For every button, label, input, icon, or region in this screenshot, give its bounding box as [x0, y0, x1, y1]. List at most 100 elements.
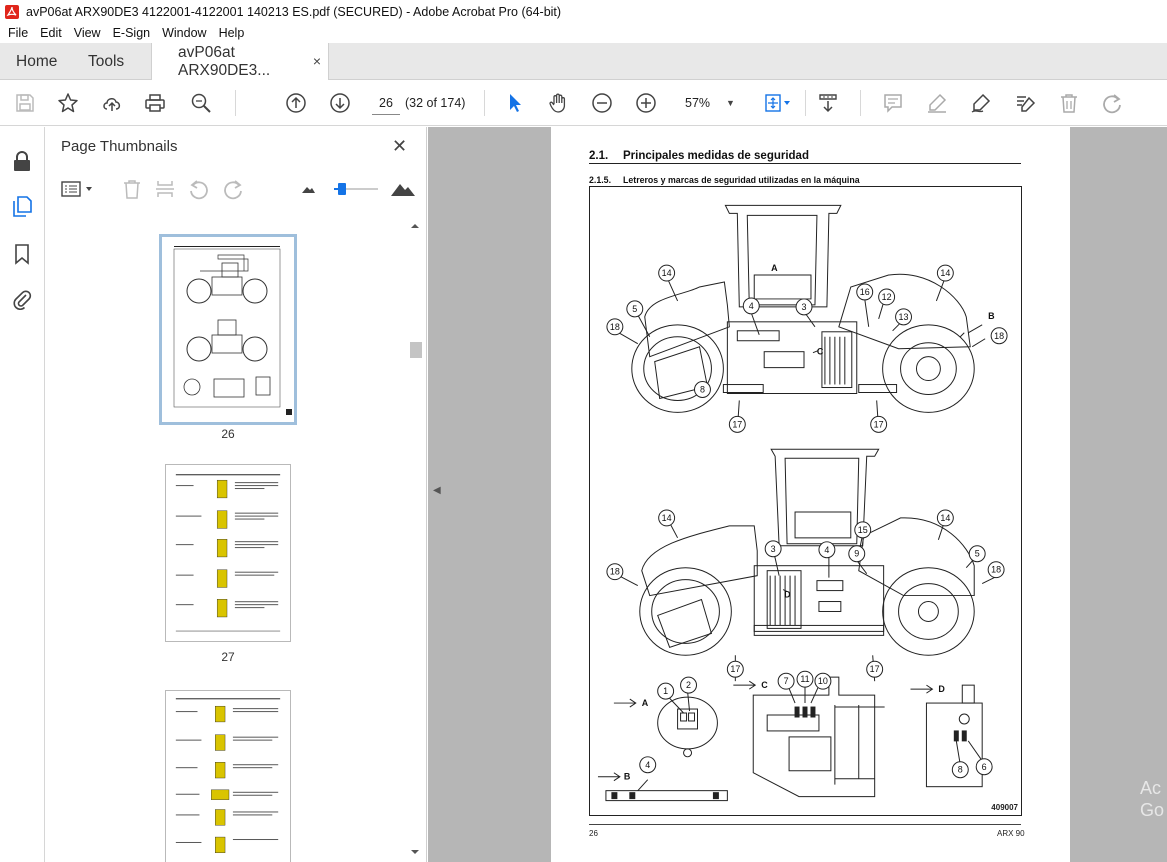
- delete-page-icon[interactable]: [120, 177, 144, 201]
- svg-text:6: 6: [982, 762, 987, 772]
- svg-text:18: 18: [994, 331, 1004, 341]
- highlight-pen-icon[interactable]: [924, 90, 950, 116]
- upload-cloud-icon[interactable]: [99, 90, 125, 116]
- svg-text:A: A: [771, 263, 778, 273]
- thumbnail-preview-27: [166, 465, 290, 641]
- svg-text:12: 12: [882, 292, 892, 302]
- zoom-in-icon[interactable]: [633, 90, 659, 116]
- section-heading: 2.1.Principales medidas de seguridad: [589, 150, 809, 162]
- zoom-out-icon[interactable]: [589, 90, 615, 116]
- view-letters: A B C D A B C D: [624, 263, 995, 782]
- thumbnail-label-26: 26: [221, 427, 235, 441]
- hand-tool-icon[interactable]: [545, 90, 571, 116]
- tab-document[interactable]: avP06at ARX90DE3... ×: [151, 43, 329, 80]
- fit-page-icon[interactable]: [760, 90, 796, 116]
- subsection-heading: 2.1.5.Letreros y marcas de seguridad uti…: [589, 175, 860, 185]
- safety-labels-figure: 14 5 18 4 3 16 12 13 14 18 8 17 17 14: [589, 186, 1022, 816]
- tab-home[interactable]: Home: [16, 52, 58, 70]
- acrobat-logo-icon: [5, 4, 19, 19]
- svg-text:11: 11: [800, 674, 809, 684]
- thumbnail-larger-icon[interactable]: [389, 177, 417, 201]
- menu-view[interactable]: View: [73, 26, 101, 40]
- scroll-up-icon[interactable]: [408, 221, 422, 231]
- thumbnail-page-26[interactable]: [159, 234, 297, 425]
- main-toolbar: (32 of 174) 57% ▼: [0, 80, 1167, 126]
- close-tab-icon[interactable]: ×: [312, 53, 321, 69]
- menu-esign[interactable]: E-Sign: [112, 26, 151, 40]
- delete-trash-icon[interactable]: [1056, 90, 1082, 116]
- svg-text:7: 7: [784, 676, 789, 686]
- navigation-rail: [0, 127, 45, 862]
- svg-text:8: 8: [700, 385, 705, 395]
- zoom-level-dropdown[interactable]: 57% ▼: [675, 91, 741, 115]
- thumbnail-preview-28: [166, 691, 290, 862]
- page-number-input[interactable]: [372, 91, 400, 115]
- svg-text:D: D: [938, 684, 945, 694]
- svg-text:3: 3: [771, 544, 776, 554]
- bookmarks-icon[interactable]: [10, 242, 34, 266]
- next-page-icon[interactable]: [327, 90, 353, 116]
- previous-page-icon[interactable]: [283, 90, 309, 116]
- svg-text:17: 17: [730, 664, 740, 674]
- svg-text:9: 9: [854, 549, 859, 559]
- collapse-panel-icon[interactable]: ◀: [433, 485, 441, 496]
- menu-file[interactable]: File: [8, 26, 29, 40]
- tab-tools[interactable]: Tools: [88, 52, 125, 70]
- svg-text:5: 5: [632, 304, 637, 314]
- thumbnail-preview-26: [162, 237, 294, 422]
- fill-sign-icon[interactable]: [1012, 90, 1038, 116]
- pdf-page: 2.1.Principales medidas de seguridad 2.1…: [551, 127, 1070, 862]
- thumbnail-label-27: 27: [221, 650, 235, 664]
- svg-text:18: 18: [610, 322, 620, 332]
- rotate-right-icon[interactable]: [221, 177, 245, 201]
- svg-text:3: 3: [802, 302, 807, 312]
- menu-edit[interactable]: Edit: [40, 26, 62, 40]
- scroll-thumb[interactable]: [410, 342, 422, 358]
- svg-text:4: 4: [645, 760, 650, 770]
- comment-icon[interactable]: [880, 90, 906, 116]
- menu-help[interactable]: Help: [218, 26, 245, 40]
- tab-bar: Home Tools avP06at ARX90DE3... ×: [0, 43, 1167, 80]
- page-footer-model: ARX 90: [997, 829, 1025, 838]
- svg-text:17: 17: [870, 664, 880, 674]
- redo-icon[interactable]: [1099, 90, 1125, 116]
- thumbnail-page-28[interactable]: [165, 690, 291, 862]
- zoom-search-icon[interactable]: [188, 90, 214, 116]
- rotate-left-icon[interactable]: [187, 177, 211, 201]
- window-title: avP06at ARX90DE3 4122001-4122001 140213 …: [26, 4, 562, 19]
- attachments-icon[interactable]: [10, 287, 34, 311]
- bookmark-star-icon[interactable]: [55, 90, 81, 116]
- svg-text:A: A: [642, 698, 649, 708]
- thumbnail-size-slider[interactable]: [332, 177, 380, 201]
- svg-text:18: 18: [610, 567, 620, 577]
- extract-pages-icon[interactable]: [153, 177, 177, 201]
- lock-icon[interactable]: [10, 149, 34, 173]
- scroll-down-icon[interactable]: [408, 847, 422, 857]
- page-footer-number: 26: [589, 829, 598, 838]
- svg-text:16: 16: [860, 287, 870, 297]
- close-panel-icon[interactable]: ✕: [392, 136, 408, 156]
- figure-code: 409007: [991, 803, 1018, 812]
- svg-text:13: 13: [899, 312, 909, 322]
- callouts: 14 5 18 4 3 16 12 13 14 18 8 17 17 14: [606, 264, 1008, 779]
- menu-window[interactable]: Window: [162, 26, 207, 40]
- save-icon[interactable]: [12, 90, 38, 116]
- svg-text:10: 10: [818, 676, 828, 686]
- svg-text:14: 14: [940, 268, 950, 278]
- page-thumbnails-icon[interactable]: [10, 194, 34, 218]
- scroll-mode-icon[interactable]: [815, 90, 841, 116]
- document-viewer[interactable]: ◀ 2.1.Principales medidas de seguridad 2…: [428, 127, 1167, 862]
- select-cursor-icon[interactable]: [502, 90, 528, 116]
- sign-pen-icon[interactable]: [968, 90, 994, 116]
- svg-text:14: 14: [662, 513, 672, 523]
- thumbnail-scrollbar[interactable]: [408, 219, 422, 859]
- chevron-down-icon: ▼: [726, 98, 735, 108]
- thumbnail-page-27[interactable]: [165, 464, 291, 642]
- svg-text:5: 5: [975, 549, 980, 559]
- roller-drawing: 14 5 18 4 3 16 12 13 14 18 8 17 17 14: [597, 204, 1008, 802]
- thumbnail-options-icon[interactable]: [60, 177, 98, 201]
- thumbnail-smaller-icon[interactable]: [296, 177, 320, 201]
- thumbnail-toolbar: [46, 175, 427, 203]
- print-icon[interactable]: [142, 90, 168, 116]
